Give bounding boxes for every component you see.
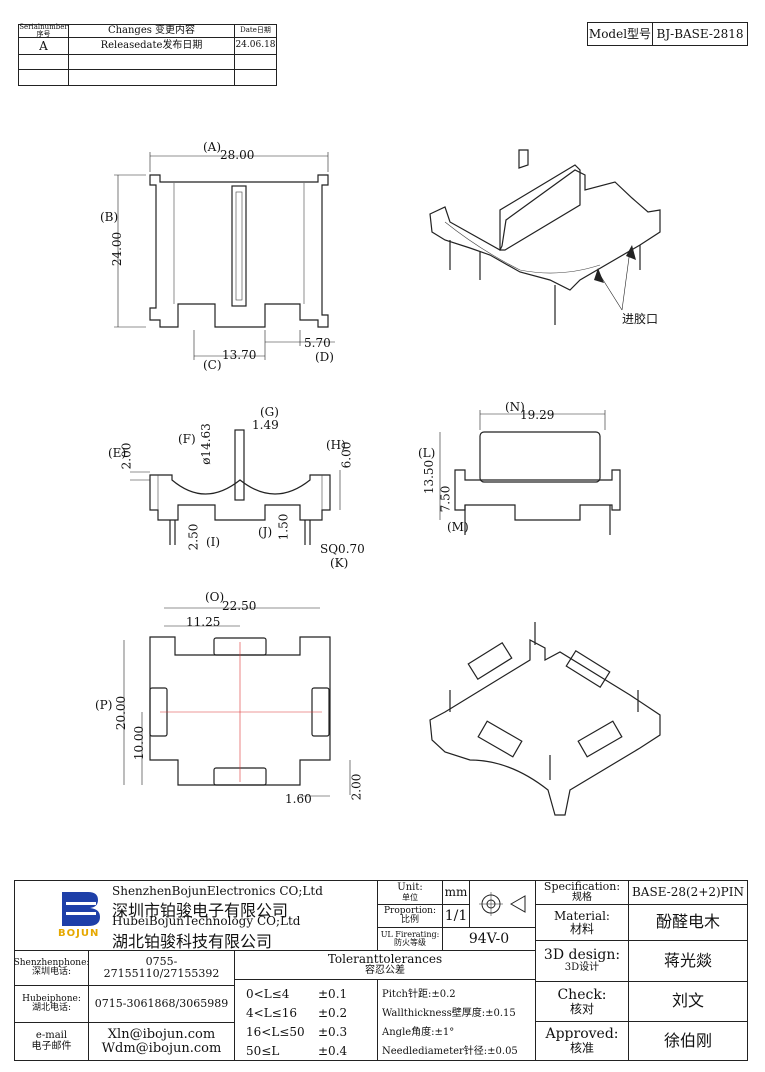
dim-b-label: (B) (100, 210, 119, 224)
dim-g-label: (G) (260, 405, 279, 419)
gate-callout: 进胶口 (622, 312, 659, 326)
company-sz-en: ShenzhenBojunElectronics CO;Ltd (112, 884, 323, 898)
dim-l-value: 13.50 (422, 459, 437, 495)
ul-label-cell: UL Firerating:防火等级 (377, 927, 443, 951)
dim-p2-value: 10.00 (132, 725, 147, 761)
sz-phone-label-cell: Shenzhenphone:深圳电话: (14, 950, 89, 986)
spec-label-cell: Specification:规格 (535, 880, 629, 905)
check-value: 刘文 (628, 981, 748, 1022)
proportion-value: 1/1 (442, 904, 470, 928)
dim-o-value: 22.50 (222, 599, 257, 613)
logo-text: BOJUN (58, 928, 100, 939)
iso-view-1 (429, 149, 661, 325)
company-hb-en: HubeiBojunTechnology CO;Ltd (112, 914, 301, 928)
approved-label-cell: Approved:核准 (535, 1021, 629, 1061)
approved-value: 徐伯刚 (628, 1021, 748, 1061)
dim-d-label: (D) (315, 350, 334, 364)
dim-d-value: 5.70 (304, 336, 331, 350)
dim-bottom-left: 1.60 (285, 792, 312, 806)
dim-n-value: 19.29 (520, 408, 555, 422)
bojun-logo-icon (58, 890, 102, 934)
material-value: 酚醛电木 (628, 904, 748, 941)
rev-row-date (234, 69, 277, 86)
dim-h-label: (H) (326, 438, 346, 452)
unit-label-cell: Unit:单位 (377, 880, 443, 905)
front-view (130, 429, 341, 545)
iso-view-2 (429, 622, 661, 816)
dim-n-label: (N) (505, 400, 525, 414)
dim-k-value: SQ0.70 (320, 542, 365, 556)
dim-h-value: 6.00 (339, 441, 354, 469)
tolerance-notes-cell (377, 979, 536, 1061)
dim-f-value: ø14.63 (198, 423, 213, 465)
email-1: Xln@ibojun.com (107, 1026, 216, 1042)
design-label-cell: 3D design:3D设计 (535, 940, 629, 982)
dim-g-value: 1.49 (252, 418, 279, 432)
dim-e-value: 2.00 (119, 442, 134, 470)
design-value: 蒋光燚 (628, 940, 748, 982)
hb-phone-label-cell: Hubeiphone:湖北电话: (14, 985, 89, 1023)
company-hb-zh: 湖北铂骏科技有限公司 (112, 932, 273, 951)
dim-a-value: 28.00 (220, 148, 255, 162)
bottom-view (123, 607, 351, 797)
dim-m-value: 7.50 (438, 485, 453, 513)
tolerance-list: 0<L≤4±0.1 4<L≤16±0.2 16<L≤50±0.3 50≤L±0.… (246, 987, 348, 1058)
hb-phone-value: 0715-3061868/3065989 (88, 985, 235, 1023)
side-view (439, 410, 621, 535)
dim-o2-value: 11.25 (186, 615, 221, 629)
dim-l-label: (L) (418, 446, 436, 460)
dim-b-value: 24.00 (110, 231, 125, 267)
technical-drawings (114, 149, 661, 816)
dim-i-value: 2.50 (186, 523, 201, 551)
dim-m-label: (M) (447, 520, 469, 534)
dim-c-label: (C) (203, 358, 222, 372)
dim-p-value: 20.00 (114, 695, 129, 731)
dim-p-label: (P) (95, 698, 113, 712)
dim-o-label: (O) (205, 590, 225, 604)
email-2: Wdm@ibojun.com (101, 1040, 222, 1056)
sz-phone-value: 0755-27155110/27155392 (88, 950, 235, 986)
company-sz-zh: 深圳市铂骏电子有限公司 (112, 901, 289, 920)
dim-bottom-right: 2.00 (349, 773, 364, 801)
dim-i-label: (I) (206, 535, 221, 549)
dim-c-value: 13.70 (222, 348, 257, 362)
check-label-cell: Check:核对 (535, 981, 629, 1022)
email-value-cell: Xln@ibojun.com Wdm@ibojun.com (88, 1022, 235, 1061)
dim-f-label: (F) (178, 432, 196, 446)
proportion-label-cell: Proportion:比例 (377, 904, 443, 928)
tolerance-notes: Pitch针距:±0.2 Wallthickness壁厚度:±0.15 Angl… (382, 989, 518, 1057)
unit-value: mm (442, 880, 470, 905)
dim-k-label: (K) (330, 556, 349, 570)
top-view (114, 152, 335, 360)
projection-symbol-icon (469, 880, 536, 928)
dim-j-label: (J) (258, 525, 273, 539)
dim-a-label: (A) (203, 140, 222, 154)
spec-value: BASE-28(2+2)PIN (628, 880, 748, 905)
dim-e-label: (E) (108, 446, 127, 460)
model-value: BJ-BASE-2818 (652, 22, 748, 46)
material-label-cell: Material:材料 (535, 904, 629, 941)
dim-j-value: 1.50 (276, 513, 291, 541)
ul-value: 94V-0 (442, 927, 536, 951)
